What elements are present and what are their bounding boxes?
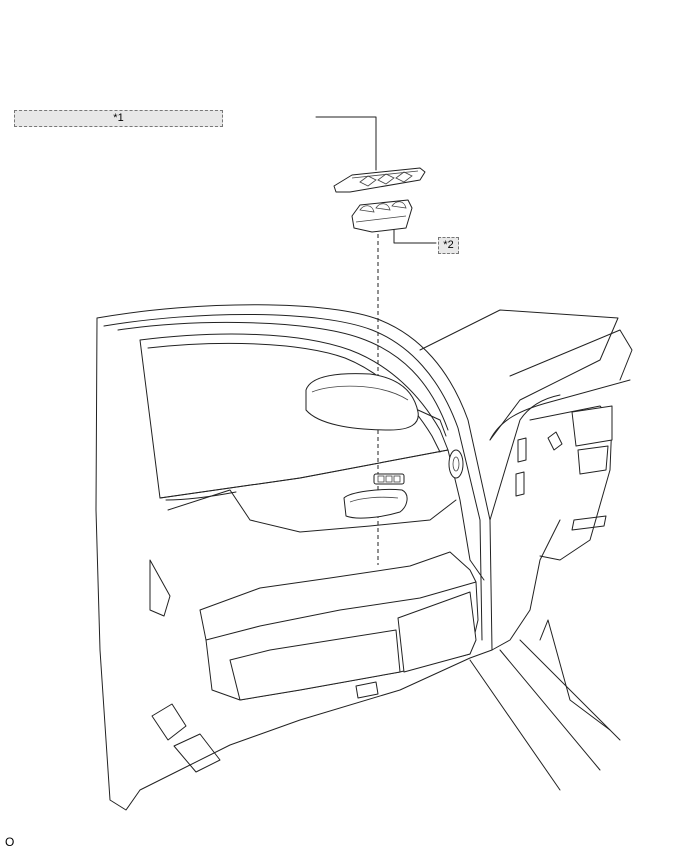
door-lower-details — [149, 559, 379, 773]
front-door-outline — [95, 304, 493, 811]
leader-line-1 — [315, 116, 377, 171]
callout-label-1: *1 — [14, 110, 223, 127]
car-body — [419, 309, 633, 791]
figure-code: O — [5, 835, 15, 849]
side-mirror — [305, 373, 447, 437]
window-switch-assembly — [351, 199, 413, 233]
door-trim-panel — [159, 449, 485, 701]
callout-label-2: *2 — [438, 237, 459, 254]
switch-bezel — [333, 167, 426, 193]
